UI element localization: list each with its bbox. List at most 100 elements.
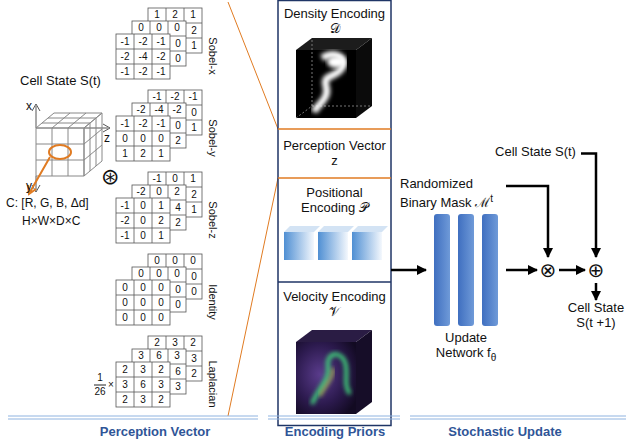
kernel-value: 1 [191, 123, 197, 133]
kernel-grid [152, 198, 153, 243]
cube-line [36, 113, 54, 128]
kernel-grid [116, 392, 170, 393]
node-text: Velocity Encoding 𝒱 [280, 289, 389, 319]
kernel-value: 0 [140, 283, 146, 293]
cube-line [84, 129, 102, 144]
kernel-name: Sobel-y [207, 119, 218, 156]
kernel-value: -2 [137, 187, 146, 197]
fraction-denominator: 26 [94, 387, 105, 397]
kernel-value: 0 [122, 134, 128, 144]
kernel-value: 0 [140, 201, 146, 211]
kernel-name: Sobel-z [207, 201, 218, 238]
node-text: ⊕ [585, 257, 607, 283]
cube-line [52, 128, 53, 176]
cube-line [52, 113, 70, 128]
kernel-value: 2 [158, 216, 164, 226]
node-text: Cell State S(t) [495, 144, 576, 159]
encoding-section: Positional Encoding 𝒫 [278, 179, 391, 281]
kernel-grid [152, 362, 153, 407]
kernel-grid [134, 34, 135, 79]
encoding-section: Perception Vector z [278, 130, 391, 177]
connector [595, 283, 598, 300]
encoding-column [278, 1, 391, 426]
kernel-value: -1 [121, 119, 130, 129]
kernel-value: -1 [157, 119, 166, 129]
cube-axes [32, 104, 110, 192]
cube-line [84, 113, 102, 128]
node-text: Perception Vector z [280, 138, 389, 168]
kernel-value: 2 [191, 190, 197, 200]
kernel-value: 6 [175, 367, 181, 377]
kernel-value: 3 [140, 365, 146, 375]
kernel-value: 2 [140, 149, 146, 159]
kernel-value: 0 [158, 134, 164, 144]
kernel-value: 0 [191, 287, 197, 297]
kernel-value: 2 [158, 365, 164, 375]
cube-line [48, 118, 96, 119]
kernel-grid [116, 131, 170, 132]
cube-line [42, 123, 90, 124]
kernel-grid [116, 34, 170, 79]
kernel-value: 0 [175, 39, 181, 49]
kernel-value: -2 [173, 105, 182, 115]
kernel-value: 1 [122, 149, 128, 159]
kernel-value: 2 [154, 338, 160, 348]
kernel-value: -2 [139, 37, 148, 47]
kernel-grid [116, 49, 170, 50]
kernel-value: 0 [175, 54, 181, 64]
kernel-value: 0 [158, 313, 164, 323]
kernel-grid [116, 310, 170, 311]
kernel-value: -1 [157, 67, 166, 77]
kernel-value: 1 [190, 174, 196, 184]
node-text: ⊗ [537, 257, 559, 283]
kernel-value: -1 [153, 92, 162, 102]
kernel-value: 0 [158, 298, 164, 308]
kernel-value: 2 [174, 187, 180, 197]
kernel-value: -1 [121, 37, 130, 47]
state-input: Cell State S(t) [492, 144, 579, 163]
kernel-value: 0 [154, 256, 160, 266]
cube-line [84, 145, 102, 160]
kernel-value: 0 [138, 23, 144, 33]
kernel-value: 3 [174, 351, 180, 361]
kernel-value: -4 [155, 105, 164, 115]
mask-label: Randomized Binary Mask ℳt [398, 176, 504, 210]
kernel-value: 0 [122, 298, 128, 308]
kernel-value: 0 [140, 231, 146, 241]
kernel-value: 0 [174, 269, 180, 279]
kernel-value: 0 [140, 134, 146, 144]
cube-line [36, 128, 84, 129]
shape-label: H×W×D×C [22, 215, 80, 227]
node-text: Positional Encoding 𝒫 [280, 185, 389, 215]
kernel-grid [116, 116, 170, 161]
kernel-value: -2 [139, 67, 148, 77]
connector [506, 269, 537, 272]
kernel-value: 3 [138, 351, 144, 361]
cube-line [36, 128, 37, 176]
kernel-value: 2 [172, 10, 178, 20]
kernel-value: 0 [156, 269, 162, 279]
cube-line [84, 161, 102, 176]
kernel-value: 3 [191, 354, 197, 364]
node-text: Randomized Binary Mask ℳt [400, 176, 502, 210]
state-label: Cell State S(t) [20, 74, 101, 87]
kernel-value: 0 [140, 216, 146, 226]
cube-line [36, 128, 84, 129]
kernel-grid [116, 213, 170, 214]
connector [391, 269, 426, 272]
kernel-value: 0 [158, 283, 164, 293]
channel-label: C: [R, G, B, Δd] [6, 197, 89, 209]
velocity-image [296, 330, 372, 414]
kernel-value: 0 [190, 256, 196, 266]
kernel-value: 2 [175, 218, 181, 228]
section-title: Stochastic Update [448, 425, 561, 438]
perception-bracket [228, 2, 278, 416]
kernel-value: 1 [158, 149, 164, 159]
kernel-value: -1 [121, 201, 130, 211]
axis-label: z [104, 132, 110, 144]
cube-line [84, 113, 102, 128]
cube-line [36, 176, 84, 177]
kernel-stacks [116, 8, 202, 407]
kernel-value: -1 [121, 67, 130, 77]
